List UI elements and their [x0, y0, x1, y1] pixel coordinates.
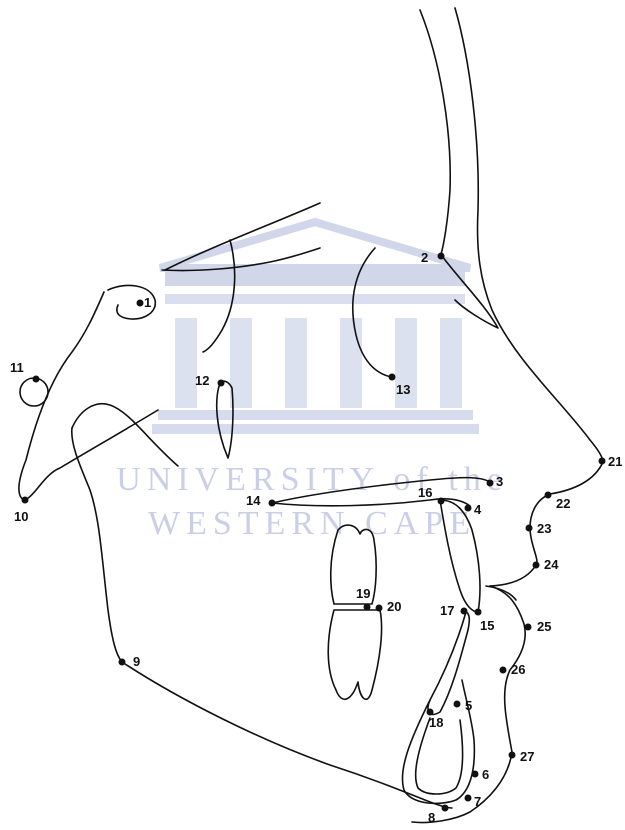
landmark-5-label: 5 — [465, 698, 472, 713]
watermark-line-1: UNIVERSITY of the — [116, 461, 508, 498]
landmark-12-label: 12 — [195, 373, 209, 388]
landmark-17-dot — [461, 608, 468, 615]
landmark-14-label: 14 — [246, 493, 261, 508]
landmark-25-dot — [525, 624, 532, 631]
landmark-9-label: 9 — [133, 654, 140, 669]
landmark-25-label: 25 — [537, 619, 551, 634]
landmark-18-label: 18 — [429, 715, 443, 730]
landmark-22-label: 22 — [556, 496, 570, 511]
lower-molar — [328, 610, 381, 699]
landmark-7-label: 7 — [474, 794, 481, 809]
landmark-16-dot — [438, 498, 445, 505]
landmark-13-label: 13 — [396, 382, 410, 397]
porion-circle — [20, 378, 48, 406]
landmark-4-label: 4 — [474, 502, 482, 517]
landmark-26-dot — [500, 667, 507, 674]
landmark-19-label: 19 — [356, 586, 370, 601]
landmark-3-dot — [487, 480, 494, 487]
frontal-bone-line — [420, 10, 450, 258]
landmark-4-dot — [465, 505, 472, 512]
landmark-5-dot — [454, 701, 461, 708]
landmark-21-dot — [599, 458, 606, 465]
landmark-10-label: 10 — [14, 509, 28, 524]
landmark-12-dot — [218, 380, 225, 387]
landmark-8-label: 8 — [428, 810, 435, 825]
landmark-24-label: 24 — [544, 557, 559, 572]
landmark-1-dot — [137, 300, 144, 307]
landmark-13-dot — [389, 374, 396, 381]
landmark-10-dot — [22, 497, 29, 504]
landmark-23-label: 23 — [537, 521, 551, 536]
landmark-15-dot — [475, 609, 482, 616]
landmark-19-dot — [364, 604, 371, 611]
landmark-3-label: 3 — [496, 474, 503, 489]
landmark-23-dot — [526, 525, 533, 532]
landmark-26-label: 26 — [511, 662, 525, 677]
landmark-15-label: 15 — [480, 618, 494, 633]
landmark-27-dot — [509, 752, 516, 759]
symphysis-outer — [402, 680, 474, 803]
watermark-line-2: WESTERN CAPE — [148, 505, 476, 542]
landmark-1-label: 1 — [144, 295, 151, 310]
lower-incisor — [428, 612, 469, 714]
landmark-16-label: 16 — [418, 485, 432, 500]
landmark-11-dot — [33, 376, 40, 383]
landmark-7-dot — [465, 795, 472, 802]
landmark-11-label: 11 — [10, 360, 24, 375]
soft-tissue-forehead — [455, 8, 603, 586]
landmark-2-dot — [438, 253, 445, 260]
landmark-8-dot — [442, 805, 449, 812]
mandible-posterior — [72, 428, 122, 662]
upper-lip-line — [486, 586, 516, 600]
landmark-21-label: 21 — [608, 454, 622, 469]
landmark-14-dot — [269, 500, 276, 507]
landmark-22-dot — [545, 492, 552, 499]
landmark-20-dot — [376, 605, 383, 612]
landmark-9-dot — [119, 659, 126, 666]
landmark-17-label: 17 — [440, 603, 454, 618]
landmark-20-label: 20 — [387, 599, 401, 614]
landmark-27-label: 27 — [520, 749, 534, 764]
landmark-6-dot — [472, 771, 479, 778]
landmark-2-label: 2 — [421, 250, 428, 265]
landmark-24-dot — [533, 562, 540, 569]
landmark-6-label: 6 — [482, 767, 489, 782]
